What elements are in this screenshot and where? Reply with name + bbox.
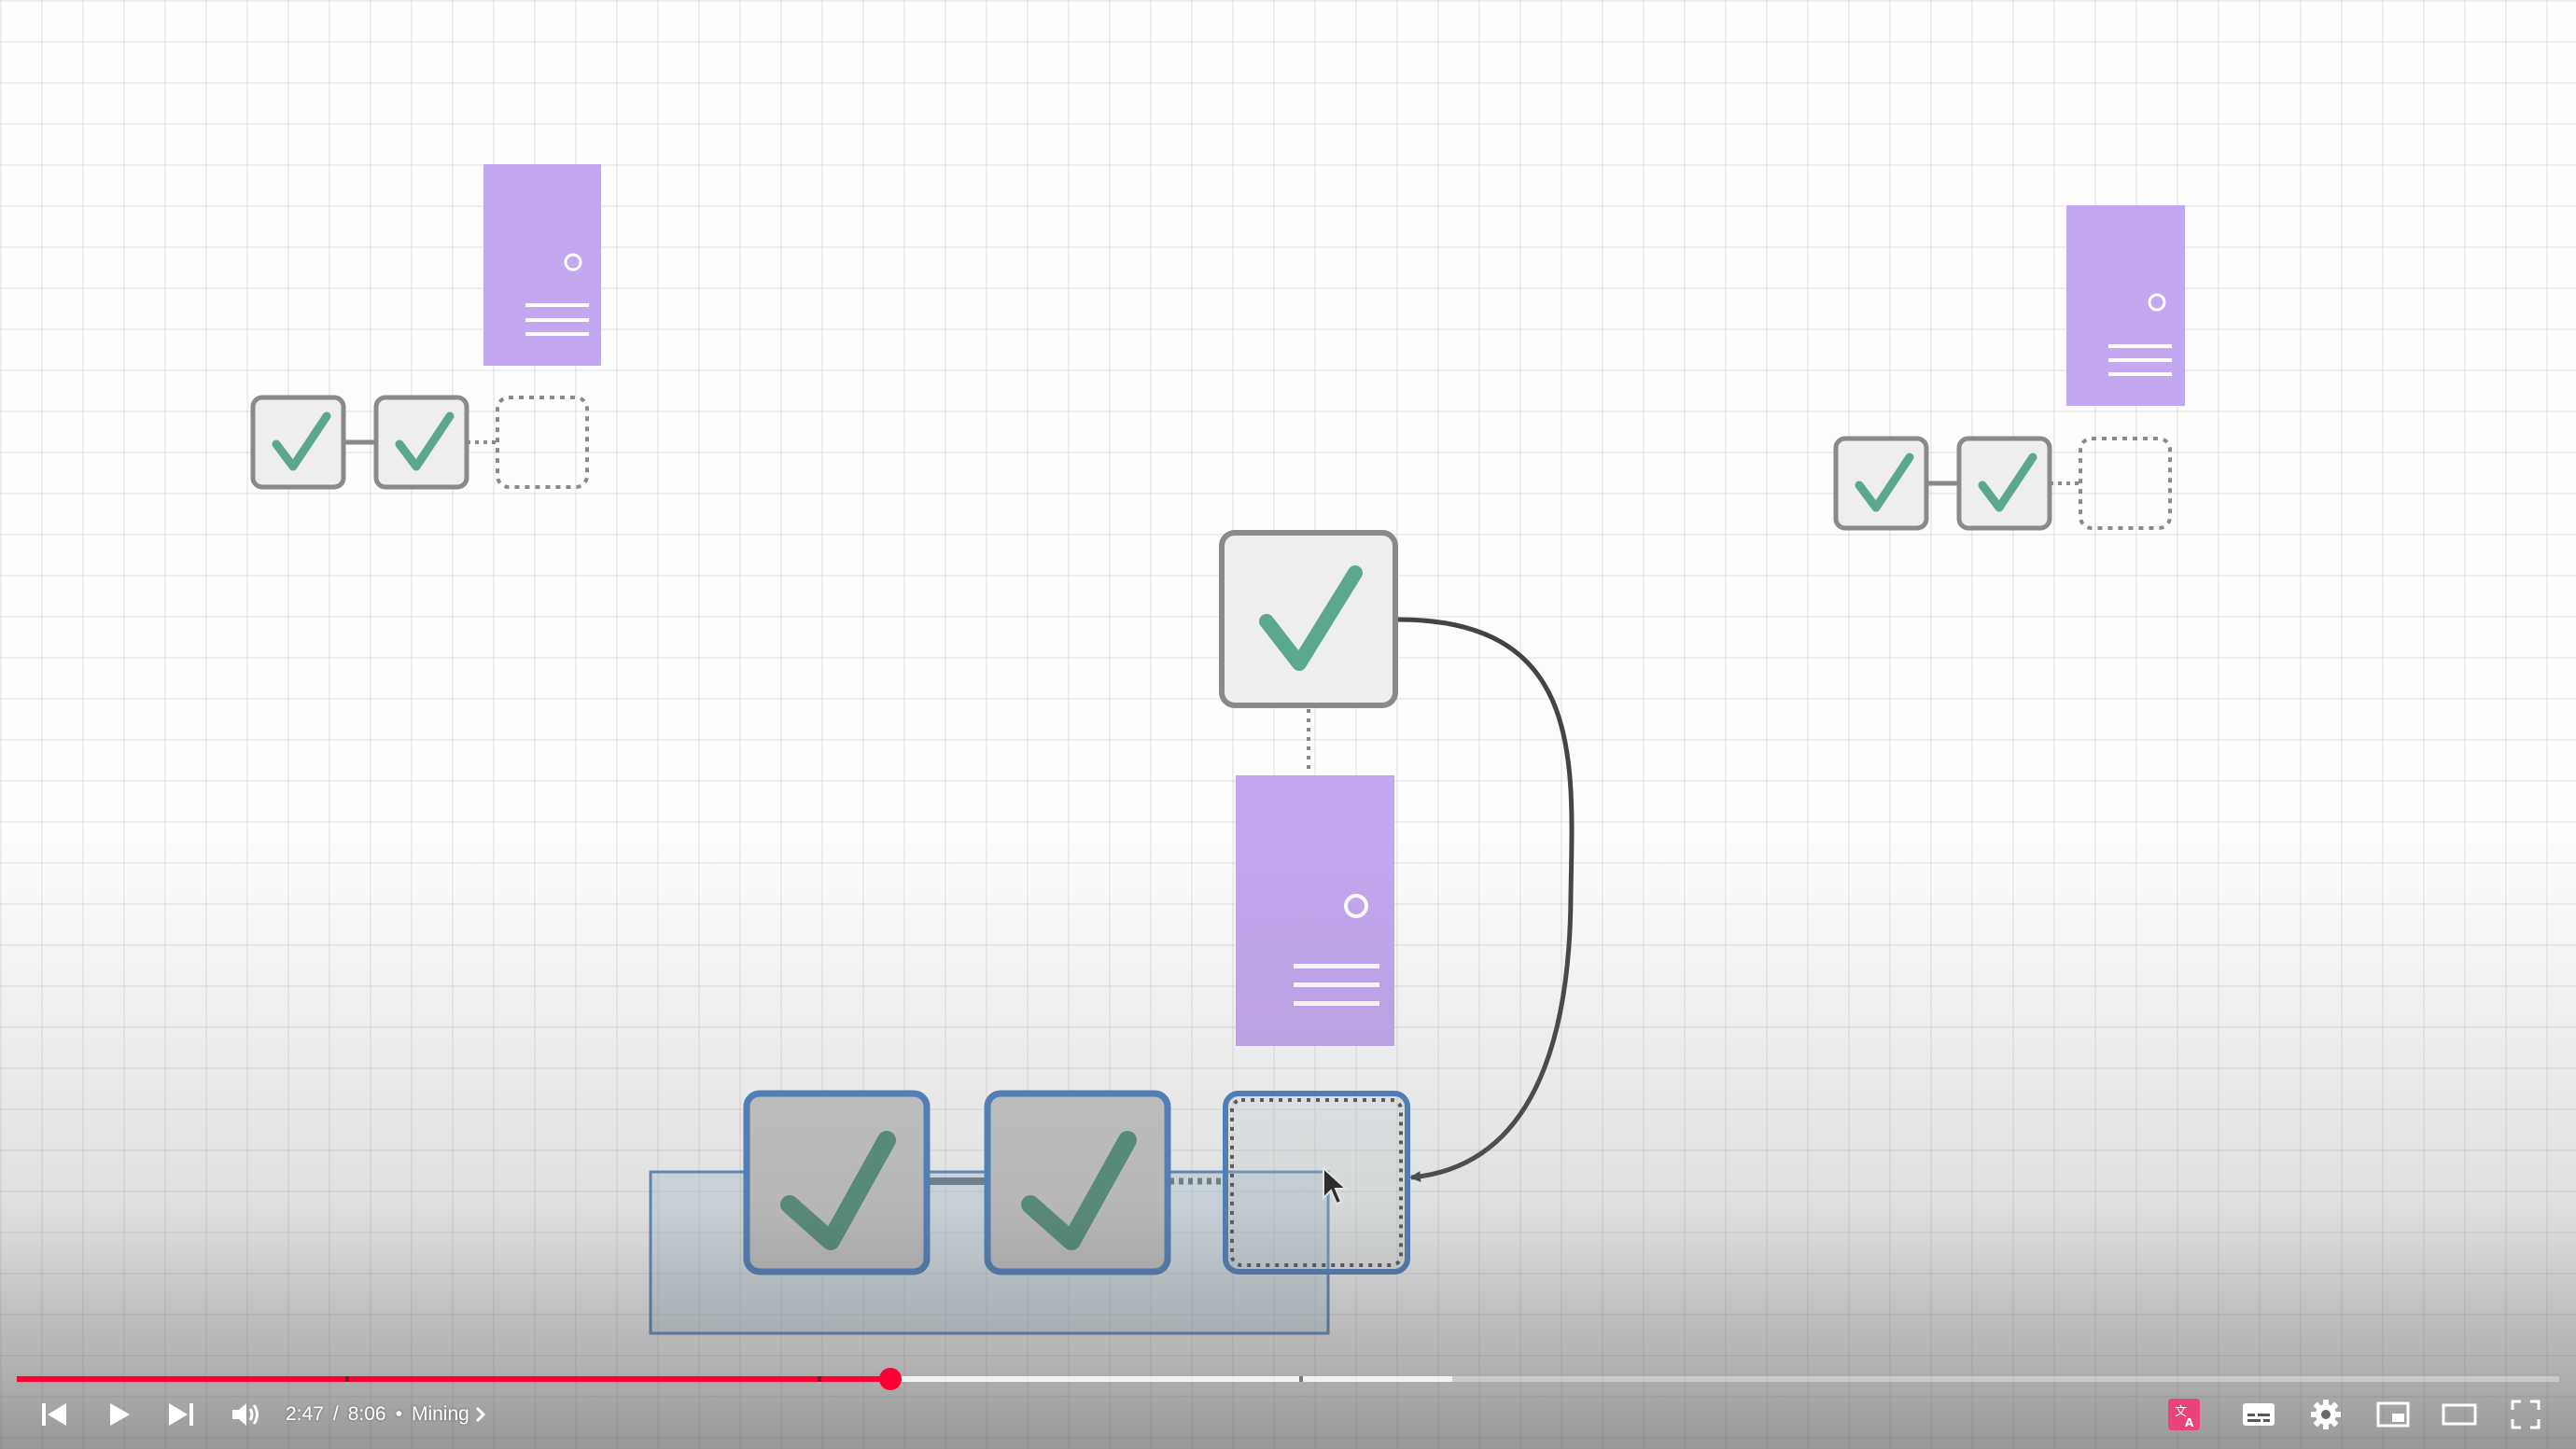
svg-text:文: 文 xyxy=(2175,1405,2187,1419)
block-check-icon xyxy=(1833,436,1929,531)
miniplayer-icon xyxy=(2376,1401,2410,1428)
play-icon xyxy=(110,1403,130,1426)
chevron-right-icon xyxy=(475,1406,485,1423)
auto-dub-icon: 文 A xyxy=(2168,1399,2200,1430)
time-display: 2:47 / 8:06 • Mining xyxy=(286,1396,486,1433)
chapter-marker xyxy=(818,1376,821,1382)
chapter-dot: • xyxy=(395,1403,402,1425)
block-check-icon xyxy=(1956,436,2052,531)
pending-block xyxy=(496,396,589,489)
broadcast-arrow xyxy=(1397,617,1575,1183)
chain-top-left xyxy=(250,395,589,490)
chapter-marker xyxy=(1299,1376,1303,1382)
previous-icon xyxy=(42,1403,66,1426)
block-check-icon xyxy=(373,395,469,490)
settings-button[interactable] xyxy=(2305,1390,2346,1439)
miniplayer-button[interactable] xyxy=(2373,1390,2414,1439)
next-button[interactable] xyxy=(161,1390,202,1439)
chain-top-right xyxy=(1833,436,2172,531)
play-button[interactable] xyxy=(99,1390,140,1439)
volume-button[interactable] xyxy=(226,1390,267,1439)
volume-icon xyxy=(232,1403,259,1426)
node-server-center xyxy=(1236,775,1394,1046)
gear-icon xyxy=(2311,1400,2341,1429)
theater-mode-icon xyxy=(2442,1403,2477,1426)
auto-dub-button[interactable]: 文 A xyxy=(2165,1390,2203,1439)
progress-played xyxy=(17,1376,890,1382)
node-server-top-left xyxy=(483,164,601,366)
fullscreen-icon xyxy=(2511,1400,2541,1429)
chapter-marker xyxy=(345,1376,349,1382)
time-separator: / xyxy=(332,1403,339,1425)
progress-scrubber[interactable] xyxy=(878,1368,902,1390)
subtitles-icon xyxy=(2243,1403,2275,1426)
svg-text:A: A xyxy=(2185,1416,2194,1429)
duration: 8:06 xyxy=(347,1403,386,1425)
pending-block xyxy=(1223,1091,1410,1275)
node-server-top-right xyxy=(2066,205,2185,406)
chapter-button[interactable]: Mining xyxy=(412,1403,486,1426)
block-check-icon xyxy=(743,1090,931,1275)
previous-button[interactable] xyxy=(34,1390,75,1439)
mined-block-check-icon xyxy=(1219,530,1398,708)
block-check-icon xyxy=(250,395,346,490)
fullscreen-button[interactable] xyxy=(2505,1390,2546,1439)
theater-mode-button[interactable] xyxy=(2438,1390,2481,1439)
subtitles-button[interactable] xyxy=(2238,1390,2279,1439)
progress-bar[interactable] xyxy=(17,1368,2559,1390)
chain-bottom xyxy=(743,1090,1410,1275)
next-icon xyxy=(169,1403,193,1426)
pending-block xyxy=(2079,437,2172,530)
chapter-title: Mining xyxy=(411,1403,469,1425)
block-check-icon xyxy=(984,1090,1171,1275)
current-time: 2:47 xyxy=(286,1403,324,1425)
